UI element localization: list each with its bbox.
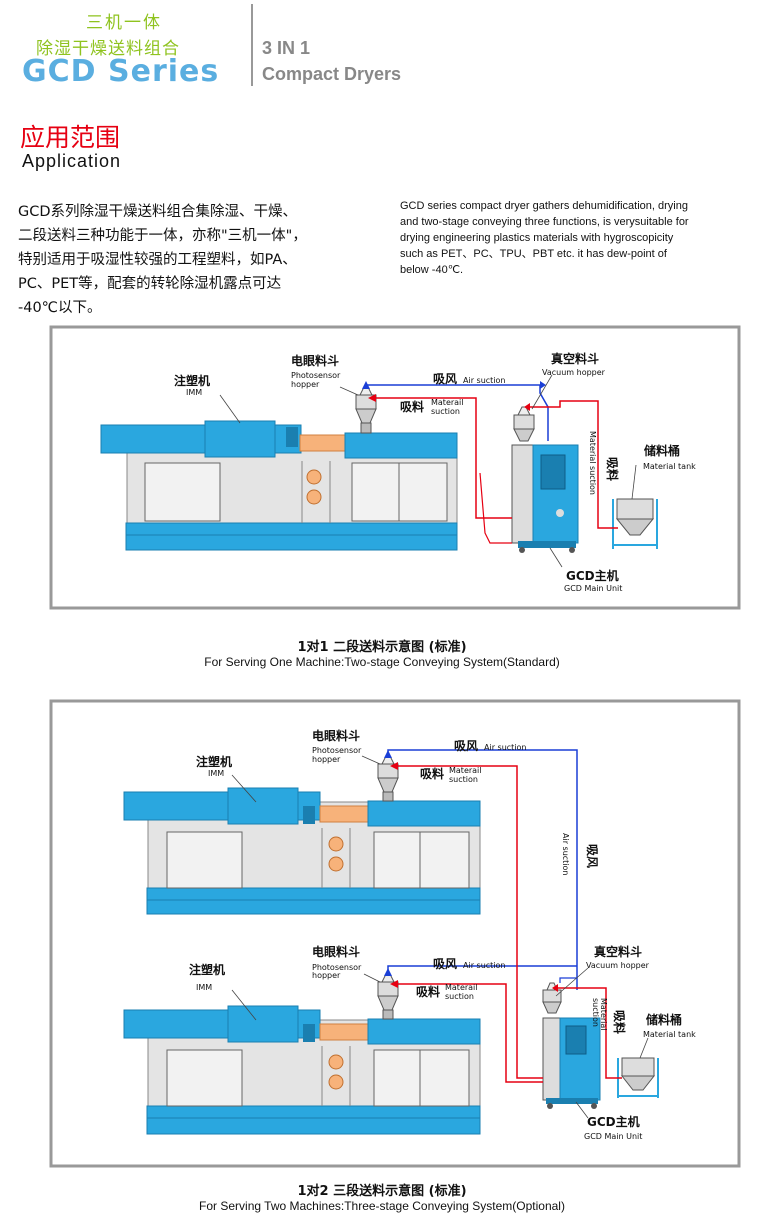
imm-bottom-label-en: IMM — [196, 983, 212, 992]
material-tank-label-cn: 储料桶 — [644, 443, 680, 458]
diagram1-caption-cn: 1对1 二段送料示意图 (标准) — [297, 640, 467, 655]
photosensor-top-label-en1: Photosensor — [312, 746, 362, 755]
vertical-material-suction-label-cn: 吸料 — [605, 457, 620, 481]
photosensor-bottom-label-en2: hopper — [312, 971, 341, 980]
vertical-material-suction-label-en2-2: suction — [591, 998, 600, 1027]
imm-machine-bottom — [123, 1005, 481, 1135]
header-cn-line2: 除湿干燥送料组合 — [36, 39, 180, 59]
header-divider — [251, 4, 253, 86]
gcd-main-unit-label-en: GCD Main Unit — [564, 584, 622, 593]
material-suction-bottom-label-en2: suction — [445, 992, 474, 1001]
vertical-air-suction-label-cn: 吸风 — [585, 844, 599, 868]
description-en-line: drying engineering plastics materials wi… — [400, 232, 674, 244]
photosensor-label-cn: 电眼料斗 — [291, 353, 339, 368]
air-suction-bottom-label-en: Air suction — [463, 961, 506, 970]
air-suction-top-label-cn: 吸风 — [454, 739, 478, 753]
air-suction-label-cn: 吸风 — [433, 372, 457, 386]
vacuum-hopper-label-en: Vacuum hopper — [542, 368, 606, 377]
section-title-cn: 应用范围 — [20, 123, 121, 152]
description-en-line: such as PET、PC、TPU、PBT etc. it has dew-p… — [400, 248, 667, 260]
description-cn-line: 特别适用于吸湿性较强的工程塑料，如PA、 — [18, 252, 297, 268]
description-cn-line: 二段送料三种功能于一体，亦称"三机一体"， — [18, 228, 307, 244]
material-suction-line-tank — [556, 987, 622, 1079]
material-suction-bottom-label-en1: Materail — [445, 983, 478, 992]
imm-bottom-label-cn: 注塑机 — [189, 962, 225, 977]
photosensor-bottom-label-en1: Photosensor — [312, 963, 362, 972]
diagram2-caption-en: For Serving Two Machines:Three-stage Con… — [199, 1199, 565, 1213]
material-return-line — [479, 472, 512, 544]
material-tank-label-cn-2: 储料桶 — [646, 1012, 682, 1027]
gcd-main-unit-label-cn-2: GCD主机 — [587, 1114, 640, 1129]
photosensor-label-en1: Photosensor — [291, 371, 341, 380]
diagram2-caption-cn: 1对2 三段送料示意图 (标准) — [297, 1184, 467, 1199]
material-suction-top-label-en2: suction — [449, 775, 478, 784]
material-tank-label-en-2: Material tank — [643, 1030, 696, 1039]
vertical-air-suction-label-en: Air suction — [561, 833, 570, 876]
air-suction-line-unit — [559, 977, 577, 983]
diagram-one-machine: 注塑机 IMM 电眼料斗 Photosensor hopper 吸风 Air s… — [49, 325, 741, 610]
material-suction-top-label-cn: 吸料 — [420, 766, 444, 781]
header-en-line1: 3 IN 1 — [262, 38, 311, 58]
imm-machine-top — [123, 787, 481, 915]
photosensor-hopper-top — [377, 755, 399, 802]
air-suction-bottom-label-cn: 吸风 — [433, 957, 457, 971]
header-en-line2: Compact Dryers — [262, 64, 402, 84]
description-cn-line: -40℃以下。 — [18, 300, 102, 316]
imm-label-cn: 注塑机 — [174, 373, 210, 388]
air-suction-label-en: Air suction — [463, 376, 506, 385]
vacuum-hopper-label-cn: 真空料斗 — [551, 351, 599, 366]
description-en-line: and two-stage conveying three functions,… — [400, 216, 689, 228]
material-suction-line — [374, 397, 512, 519]
material-suction-top-label-en1: Materail — [449, 766, 482, 775]
vacuum-hopper-label-cn-2: 真空料斗 — [594, 944, 642, 959]
diagram1-caption-en: For Serving One Machine:Two-stage Convey… — [204, 655, 560, 669]
material-tank-2 — [617, 1057, 659, 1098]
diagram-two-machines: 注塑机 IMM 电眼料斗 Photosensor hopper 吸风 Air s… — [49, 699, 741, 1168]
material-suction-line-vacuum — [530, 400, 618, 529]
photosensor-label-en2: hopper — [291, 380, 320, 389]
vacuum-hopper-label-en-2: Vacuum hopper — [586, 961, 650, 970]
description-en-line: GCD series compact dryer gathers dehumid… — [400, 200, 688, 212]
material-suction-label-en1: Materail — [431, 398, 464, 407]
header-cn-line1: 三机一体 — [86, 13, 162, 33]
description-cn: GCD系列除湿干燥送料组合集除湿、干燥、 二段送料三种功能于一体，亦称"三机一体… — [18, 200, 363, 320]
photosensor-top-label-cn: 电眼料斗 — [312, 728, 360, 743]
photosensor-bottom-label-cn: 电眼料斗 — [312, 944, 360, 959]
material-suction-line-top — [396, 765, 543, 1079]
gcd-main-unit-label-en-2: GCD Main Unit — [584, 1132, 642, 1141]
photosensor-hopper-bottom — [377, 973, 399, 1020]
description-en-line: below -40℃. — [400, 264, 464, 276]
description-cn-line: GCD系列除湿干燥送料组合集除湿、干燥、 — [18, 204, 298, 220]
air-suction-top-label-en: Air suction — [484, 743, 527, 752]
imm-machine — [100, 420, 458, 551]
photosensor-top-label-en2: hopper — [312, 755, 341, 764]
gcd-main-unit — [511, 406, 579, 553]
vertical-material-suction-label-en: Material suction — [588, 431, 597, 495]
series-title: GCD Series — [22, 54, 220, 89]
material-suction-label-en2: suction — [431, 407, 460, 416]
material-suction-bottom-label-cn: 吸料 — [416, 984, 440, 999]
imm-top-label-cn: 注塑机 — [196, 754, 232, 769]
material-tank — [612, 498, 658, 549]
imm-label-en: IMM — [186, 388, 202, 397]
gcd-main-unit-2 — [542, 982, 601, 1109]
gcd-main-unit-label-cn: GCD主机 — [566, 568, 619, 583]
description-cn-line: PC、PET等，配套的转轮除湿机露点可达 — [18, 276, 282, 292]
material-tank-label-en: Material tank — [643, 462, 696, 471]
vertical-material-suction-label-cn-2: 吸料 — [612, 1010, 627, 1034]
imm-top-label-en: IMM — [208, 769, 224, 778]
section-title-en: Application — [22, 151, 122, 171]
material-suction-label-cn: 吸料 — [400, 399, 424, 414]
material-suction-line-bottom — [396, 983, 543, 1083]
description-en: GCD series compact dryer gathers dehumid… — [400, 198, 755, 278]
vertical-material-suction-label-en1-2: Material — [599, 998, 608, 1031]
